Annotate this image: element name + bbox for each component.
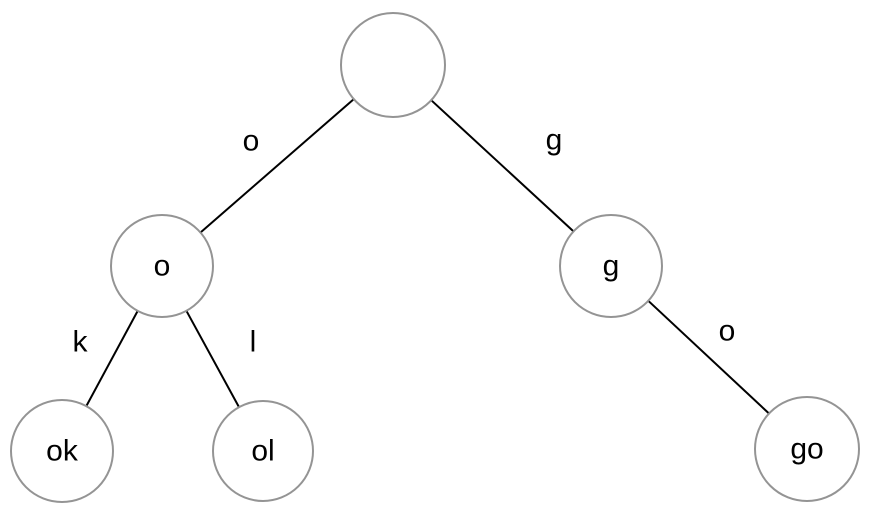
node-label-g: g (603, 250, 620, 283)
tree-node-ol: ol (212, 400, 314, 502)
node-label-ok: ok (46, 435, 79, 468)
node-circle-ol (212, 400, 314, 502)
edge-label-o-ok: k (73, 326, 89, 359)
edge-o-ol (185, 310, 240, 408)
tree-node-o: o (110, 214, 214, 318)
tree-node-go: go (754, 396, 860, 502)
tree-node-g: g (559, 214, 663, 318)
node-label-o: o (154, 250, 171, 283)
edge-root-o (199, 98, 355, 234)
node-label-ol: ol (251, 435, 274, 468)
edge-g-go (647, 300, 770, 415)
edge-label-root-o: o (243, 125, 260, 158)
edges-layer: o g k l o (73, 98, 770, 415)
edge-root-g (430, 99, 575, 233)
edge-label-root-g: g (546, 124, 563, 157)
node-label-go: go (790, 433, 823, 466)
node-circle-go (754, 396, 860, 502)
node-circle-root (340, 12, 446, 118)
tree-node-root (340, 12, 446, 118)
node-circle-g (559, 214, 663, 318)
node-circle-o (110, 214, 214, 318)
edge-label-g-go: o (719, 315, 736, 348)
edge-label-o-ol: l (250, 326, 257, 359)
tree-node-ok: ok (10, 399, 114, 503)
node-circle-ok (10, 399, 114, 503)
edge-o-ok (85, 310, 139, 407)
